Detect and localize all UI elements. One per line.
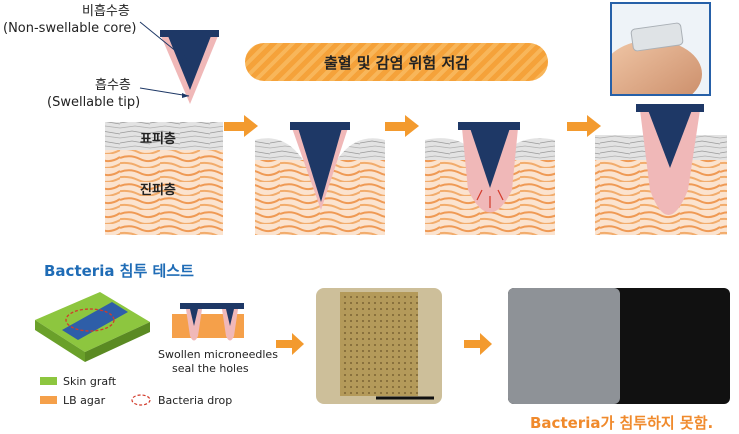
legend-skin-graft-swatch — [40, 377, 57, 385]
dermis-label: 진피층 — [140, 183, 176, 198]
legend-bacteria-drop-label: Bacteria drop — [158, 394, 233, 407]
patch-photo — [610, 2, 711, 96]
tip-label-en: (Swellable tip) — [47, 95, 141, 110]
stage-4-sealed — [595, 104, 727, 235]
core-label-en: (Non-swellable core) — [3, 21, 137, 36]
process-arrow-2 — [385, 115, 419, 137]
graft-photo — [316, 288, 442, 404]
tip-label-ko: 흡수층 — [95, 78, 131, 93]
test-arrow-2 — [464, 333, 492, 355]
test-arrow-1 — [276, 333, 304, 355]
core-label-ko: 비흡수층 — [82, 4, 130, 19]
risk-reduction-banner: 출혈 및 감염 위험 저감 — [245, 43, 548, 81]
legend-bacteria-drop-swatch — [131, 394, 151, 406]
stage-3-swelling — [425, 122, 555, 235]
stage-2-insertion — [255, 122, 385, 235]
legend-lb-agar-swatch — [40, 396, 57, 404]
process-arrow-1 — [224, 115, 258, 137]
skin-graft-agar-illustration — [35, 292, 150, 362]
epidermis-label: 표피층 — [140, 132, 176, 147]
conclusion-text: Bacteria가 침투하지 못함. — [530, 414, 714, 432]
swollen-caption-line2: seal the holes — [172, 362, 249, 375]
swollen-caption-line1: Swollen microneedles — [158, 348, 278, 361]
finger-image — [612, 22, 702, 94]
stage-1-needle-diagram — [105, 21, 223, 235]
swollen-microneedles-illustration — [172, 303, 244, 341]
bacteria-test-title: Bacteria 침투 테스트 — [44, 262, 194, 280]
legend-skin-graft-label: Skin graft — [63, 375, 117, 388]
culture-result-photo — [508, 288, 730, 404]
legend-lb-agar-label: LB agar — [63, 394, 106, 407]
process-arrow-3 — [567, 115, 601, 137]
